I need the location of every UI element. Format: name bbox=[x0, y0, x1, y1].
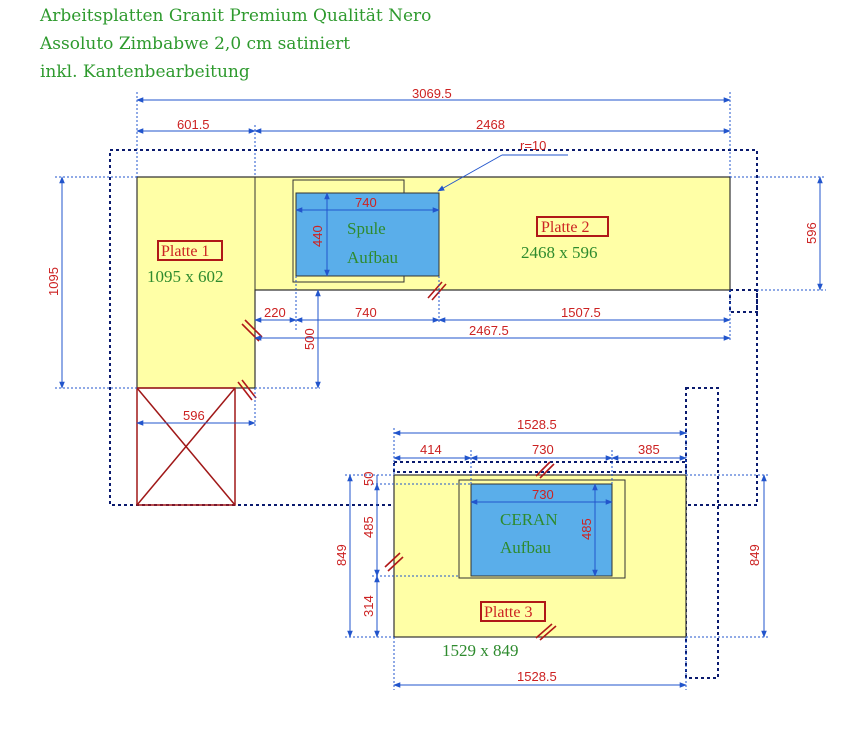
dim-50: 50 bbox=[361, 472, 376, 486]
sink-label-1: Spule bbox=[347, 219, 386, 238]
dim-485-inner: 485 bbox=[579, 518, 594, 540]
dim-radius: r=10 bbox=[520, 138, 546, 153]
dim-right-width: 2468 bbox=[476, 117, 505, 132]
dim-island-top: 1528.5 414 730 385 bbox=[393, 417, 687, 484]
cabinet-notch-dashed bbox=[729, 289, 758, 313]
dim-414: 414 bbox=[420, 442, 442, 457]
dim-730: 730 bbox=[532, 442, 554, 457]
plate-3-name-box bbox=[480, 601, 546, 622]
plate-1-name-box bbox=[157, 240, 223, 261]
dim-under-plate-2: 220 740 1507.5 2467.5 500 bbox=[254, 276, 731, 389]
ceran-label-1: CERAN bbox=[500, 510, 558, 529]
dim-2467: 2467.5 bbox=[469, 323, 509, 338]
dim-island-bottom: 1528.5 bbox=[393, 637, 687, 690]
seam-markers-top bbox=[237, 281, 447, 401]
dim-sink: 740 440 bbox=[295, 192, 440, 277]
dim-base: 596 bbox=[136, 388, 256, 426]
sink-cutout bbox=[295, 192, 440, 277]
seam-markers-island bbox=[384, 461, 557, 641]
header-line-2: Assoluto Zimbabwe 2,0 cm satiniert bbox=[40, 34, 351, 54]
island-column-dashed bbox=[685, 387, 719, 679]
header-text: Arbeitsplatten Granit Premium Qualität N… bbox=[40, 2, 431, 86]
plate-3-name: Platte 3 bbox=[484, 604, 532, 621]
dim-total-width: 3069.5 bbox=[412, 86, 452, 101]
plate-2-name-box bbox=[536, 216, 609, 237]
dim-1507: 1507.5 bbox=[561, 305, 601, 320]
dim-485-left: 485 bbox=[361, 516, 376, 538]
base-cabinet bbox=[136, 387, 236, 506]
dim-left-width: 601.5 bbox=[177, 117, 210, 132]
cabinet-outline-dashed bbox=[109, 149, 758, 506]
dim-849-right: 849 bbox=[747, 544, 762, 566]
dim-740-lower: 740 bbox=[355, 305, 377, 320]
dim-island-right: 849 bbox=[686, 474, 768, 638]
dim-220: 220 bbox=[264, 305, 286, 320]
header-line-3: inkl. Kantenbearbeitung bbox=[40, 62, 250, 82]
dim-1095: 1095 bbox=[46, 267, 61, 296]
dim-1528-bottom: 1528.5 bbox=[517, 669, 557, 684]
plate-1-size: 1095 x 602 bbox=[147, 267, 224, 286]
dim-596-base: 596 bbox=[183, 408, 205, 423]
sink-label-2: Aufbau bbox=[347, 248, 398, 267]
plate-1-name: Platte 1 bbox=[161, 243, 209, 260]
dim-sink-width: 740 bbox=[355, 195, 377, 210]
dim-ceran: 730 485 bbox=[470, 483, 613, 577]
dim-island-left: 849 50 485 314 bbox=[334, 472, 471, 638]
plate-3-size: 1529 x 849 bbox=[442, 641, 519, 660]
island-cabinet-dashed bbox=[393, 461, 687, 473]
dim-500: 500 bbox=[302, 328, 317, 350]
header-line-1: Arbeitsplatten Granit Premium Qualität N… bbox=[40, 6, 432, 26]
dim-sink-depth: 440 bbox=[310, 225, 325, 247]
ceran-label-2: Aufbau bbox=[500, 538, 551, 557]
dim-right-height: 596 bbox=[730, 176, 826, 291]
radius-callout: r=10 bbox=[437, 138, 568, 192]
dim-385: 385 bbox=[638, 442, 660, 457]
plate-2-size: 2468 x 596 bbox=[521, 243, 598, 262]
dim-left-height: 1095 bbox=[46, 176, 137, 389]
base-cabinet-cross-2 bbox=[136, 387, 236, 506]
dim-730-inner: 730 bbox=[532, 487, 554, 502]
plate-2-name: Platte 2 bbox=[541, 219, 589, 236]
dim-314: 314 bbox=[361, 595, 376, 617]
dim-596-right: 596 bbox=[804, 222, 819, 244]
ceran-frame bbox=[458, 479, 626, 579]
dim-top: 3069.5 601.5 2468 bbox=[136, 86, 731, 177]
dim-849-left: 849 bbox=[334, 544, 349, 566]
dim-1528-top: 1528.5 bbox=[517, 417, 557, 432]
